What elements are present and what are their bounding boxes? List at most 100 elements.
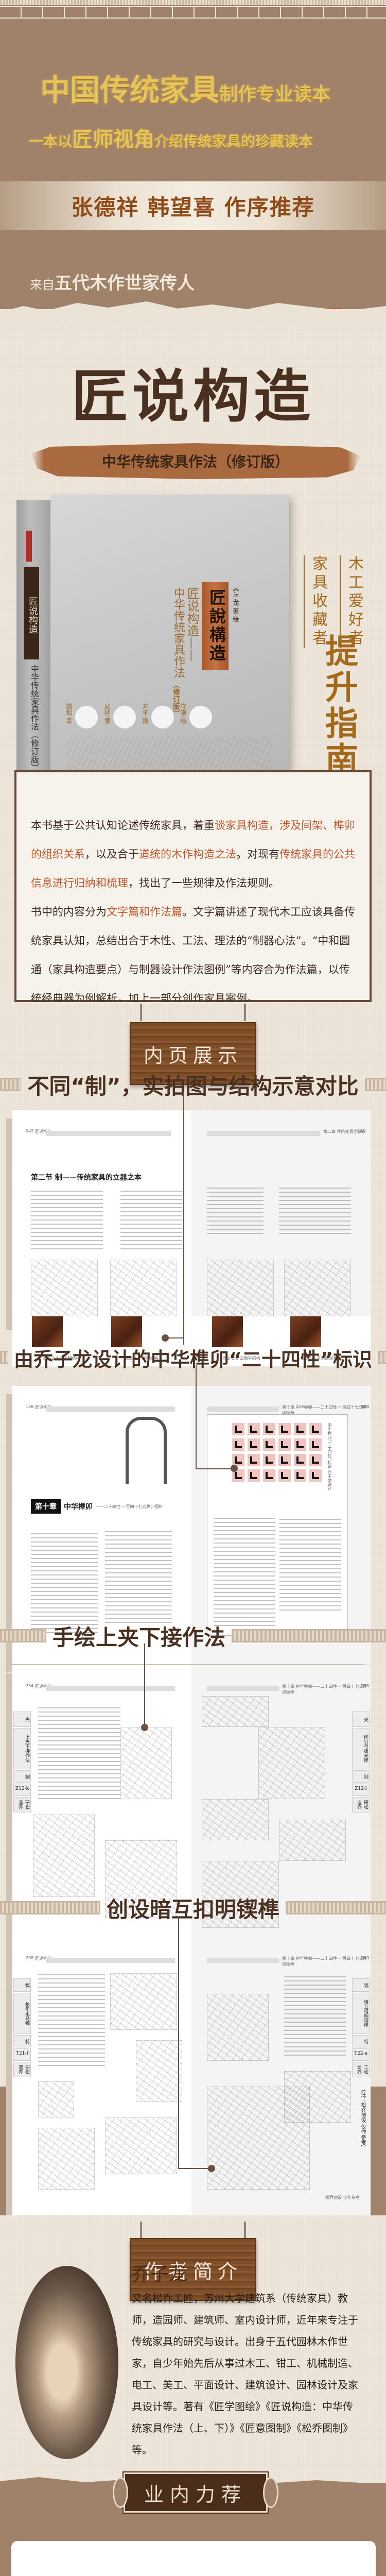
right-note: （注：松乔创设 仅作参考） (360, 2087, 365, 2150)
headline-2-prefix: 一本以 (29, 133, 73, 150)
photo-caption: 图2-2-4 案型结构 (126, 1356, 159, 1361)
joinery-drawing (38, 2081, 74, 2117)
text-column (31, 1188, 103, 1249)
tenon-icon (278, 1438, 291, 1451)
sidebar-tab: 特 (13, 2035, 31, 2047)
caption-ornament (232, 1629, 386, 1642)
sign-rope-left-front (141, 1004, 142, 1021)
running-head: 第十章 中华榫卯——二十四性·一百四十七式榫卯图析 (282, 1405, 367, 1415)
running-head-bar (207, 1686, 279, 1691)
text-column (279, 1188, 351, 1234)
recommendation-item: 如今，古典家具已快走出“拼工比料”和“唯材质论”的拜物误区，开始步入一个注重艺术… (24, 2574, 363, 2576)
joinery-drawing (258, 1727, 325, 1799)
author-portrait (15, 2266, 118, 2459)
page-number: 235 (361, 1684, 370, 1688)
book-spine: 匠说构造 中华传统家具作法（修订版） (16, 500, 50, 788)
furniture-photo (290, 1316, 321, 1347)
recommendation-list: 如今，古典家具已快走出“拼工比料”和“唯材质论”的拜物误区，开始步入一个注重艺术… (24, 2574, 363, 2576)
headline-2: 一本以匠师视角介绍传统家具的珍藏读本 (29, 123, 369, 152)
caption-1-header: 不同“制”，实拍图与结构示意对比 (0, 1066, 386, 1103)
spread-1-heading: 第二节 制——传统家具的立器之本 (31, 1174, 142, 1182)
caption-ornament (0, 1078, 22, 1091)
caption-connector (178, 1917, 179, 2169)
tenon-icon (294, 1469, 306, 1482)
joinery-drawing (120, 1727, 172, 1799)
joinery-drawing (105, 1840, 177, 1918)
running-head-bar (46, 1958, 175, 1963)
joinery-drawing (38, 2128, 95, 2190)
tenon-icon (309, 1454, 322, 1466)
cover-title-vertical: 匠说构造—— (185, 587, 199, 662)
sidebar-tab: 研松造乔 (13, 2062, 31, 2077)
sidebar-tab: T21-f (13, 2048, 31, 2061)
sidebar-tab: 夹 (352, 1711, 370, 1727)
caption-connector (165, 1337, 184, 1338)
style-circle-2 (151, 706, 174, 728)
text-column (214, 1518, 275, 1626)
tenon-icon (248, 1454, 260, 1466)
tenon-icon (263, 1423, 275, 1435)
handwritten-notes (38, 1706, 120, 1799)
joinery-drawing (202, 1861, 279, 1928)
style-label-4: 圆和·篆 (65, 703, 73, 724)
running-head: 第二章 传统家具之认识 (323, 1129, 366, 1134)
desc-text: 本书基于公共认知论述传统家具，着重 (31, 819, 215, 832)
tenon-icon (248, 1438, 260, 1451)
page-number: 234 (26, 1684, 34, 1688)
desc-text: ，以及合于 (85, 848, 139, 860)
sidebar-tab: 上夹下接作法 (13, 1728, 31, 1769)
sidebar-tab: 研松造乔 (13, 1797, 31, 1812)
headline-2-suffix: 介绍传统家具的珍藏读本 (154, 133, 313, 150)
tenon-icon (278, 1454, 291, 1466)
tenon-icon (232, 1423, 244, 1435)
text-column (120, 1188, 182, 1249)
sidebar-tab: 犒 (13, 1978, 31, 1992)
sidebar-tab: T22-a (352, 2048, 370, 2061)
caption-connector (178, 2168, 209, 2169)
tenon-icon (232, 1438, 244, 1451)
running-head: 匠说构造 (35, 1956, 51, 1961)
connector-dot (231, 1465, 238, 1472)
connector-dot (208, 2165, 215, 2172)
spine-title: 匠说构造 (24, 567, 39, 659)
tenon-icon (278, 1423, 291, 1435)
spread-4-right-page: 第十章 中华榫卯——二十四性·一百四十七式榫卯图析 299 犒 暗互扣明锲榫 特… (191, 1937, 371, 2215)
sign-rope-right-front (244, 1004, 245, 1021)
tenon-icon (263, 1438, 275, 1451)
desc-highlight: 谈家具构造，涉及间架、榫卯的组织关系 (31, 819, 355, 860)
recommenders-banner: 张德祥 韩望喜 作序推荐 (0, 181, 386, 230)
audience-tag-2: 家具收藏者 (304, 555, 329, 648)
joinery-drawing (284, 2071, 351, 2123)
running-head-bar (207, 1406, 279, 1412)
style-circle-4 (75, 706, 98, 728)
lattice-border (0, 6, 386, 19)
caption-ornament (0, 1351, 8, 1364)
book-title: 匠说构造 (72, 363, 314, 430)
tenon-icon (294, 1438, 306, 1451)
tenon-icon (248, 1423, 260, 1435)
spread-2: 158 匠说构造 第十章 中华榫卯 ——二十四性·一百四十七式榫卯图析 第十章 … (12, 1386, 371, 1664)
page-number: 299 (361, 1956, 370, 1960)
running-head-bar (46, 1406, 175, 1412)
tenon-icon (309, 1469, 322, 1482)
caption-3: 手绘上夹下接作法 (52, 1624, 226, 1650)
spread-4-left-page: 298 匠说构造 犒 格角走马犒 特 T21-f 研松造乔 (12, 1937, 191, 2215)
spread-1-right-page: 第二章 传统家具之认识 043 (191, 1110, 371, 1321)
page-number: 298 (26, 1956, 34, 1960)
recommenders-banner-text: 张德祥 韩望喜 作序推荐 (71, 194, 315, 220)
desc-text: 书中的内容分为 (31, 906, 107, 918)
caption-3-header: 手绘上夹下接作法 (0, 1618, 386, 1654)
spread-2-left-page: 158 匠说构造 第十章 中华榫卯 ——二十四性·一百四十七式榫卯图析 (12, 1386, 191, 1664)
header-section: 中国传统家具制作专业读本 一本以匠师视角介绍传统家具的珍藏读本 张德祥 韩望喜 … (0, 0, 386, 362)
tenon-icon (309, 1423, 322, 1435)
recommend-plaque: 业内力荐 (111, 2468, 280, 2517)
caption-4: 创设暗互扣明锲榫 (107, 1896, 280, 1922)
caption-ornament (364, 1078, 386, 1091)
style-label-3: 展廷·隶 (103, 703, 111, 724)
sidebar-tab: 夹 (13, 1711, 31, 1727)
desc-highlight: 传统家具的公共信息进行归纳和梳理 (31, 848, 355, 889)
text-column (207, 1188, 264, 1234)
headline-1: 中国传统家具制作专业读本 (40, 66, 359, 109)
chapter-number: 第十章 (31, 1499, 61, 1514)
cover-subtitle-vertical: 中华传统家具作法 (172, 587, 185, 678)
